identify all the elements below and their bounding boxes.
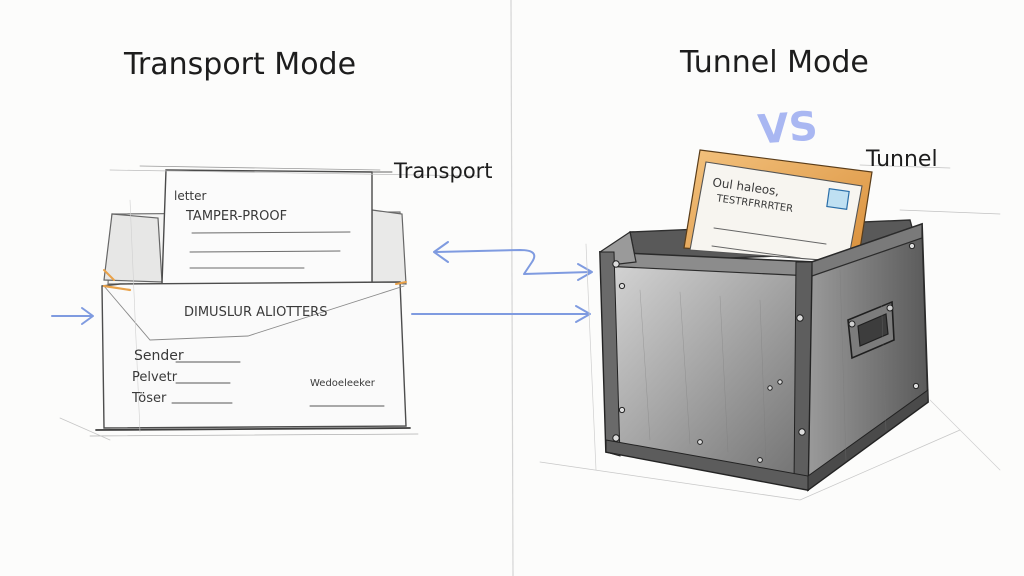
- box-handle: [847, 300, 895, 360]
- transport-callout-label: Transport: [393, 159, 493, 183]
- tunnel-mode-heading: Tunnel Mode: [679, 45, 869, 80]
- transport-envelope: [59, 165, 481, 441]
- transport-mode-heading: Transport Mode: [123, 47, 356, 82]
- tunnel-callout-label: Tunnel: [865, 147, 938, 172]
- tunnel-letter: [683, 149, 873, 263]
- envelope-field-2: Pelvetr: [132, 370, 178, 385]
- vs-label: VS: [756, 103, 819, 153]
- center-divider: [510, 0, 514, 576]
- envelope-sender: Sender: [134, 348, 184, 364]
- envelope-signature: Wedoeleeker: [310, 378, 376, 389]
- envelope-field-3: Töser: [131, 391, 167, 406]
- transport-letter-line2: TAMPER-PROOF: [185, 209, 287, 224]
- flow-arrows: [51, 241, 593, 325]
- envelope-caption: DIMUSLUR ALIOTTERS: [184, 305, 327, 320]
- tunnel-metal-box: [539, 149, 1001, 501]
- transport-letter-line1: letter: [174, 189, 207, 203]
- bidirectional-arrow: [435, 249, 591, 275]
